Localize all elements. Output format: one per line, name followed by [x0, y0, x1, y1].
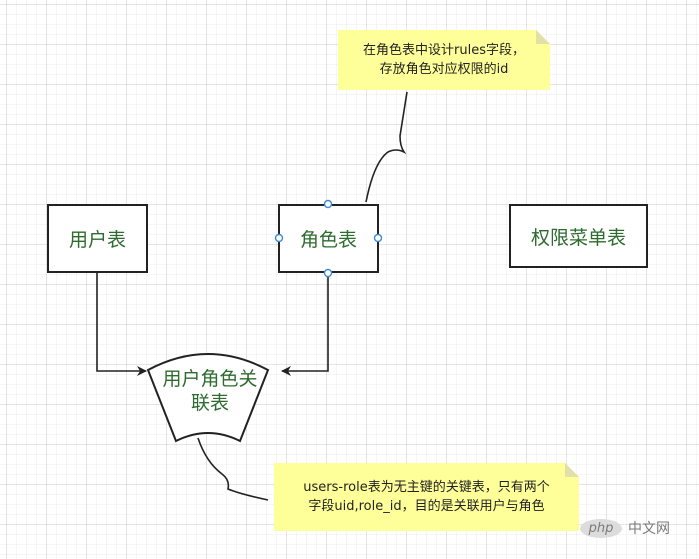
relation-label-line1: 用户角色关	[162, 368, 258, 390]
relation-note-line1: users-role表为无主键的关键表，只有两个	[303, 480, 550, 495]
user-role-relation-shape	[146, 353, 270, 443]
watermark-text: 中文网	[628, 521, 670, 537]
role-note-brace	[365, 91, 408, 203]
relation-label-line2: 联表	[190, 392, 229, 414]
permission-menu-table-node[interactable]: 权限菜单表	[509, 204, 648, 268]
role-note-shape	[338, 30, 550, 90]
user-table-node[interactable]: 用户表	[47, 204, 148, 273]
relation-note[interactable]: users-role表为无主键的关键表，只有两个 字段uid,role_id，目…	[274, 463, 579, 531]
php-logo: php	[580, 518, 622, 538]
role-table-node[interactable]: 角色表	[278, 204, 379, 273]
role-table-label: 角色表	[299, 229, 357, 251]
user-to-relation-connector	[96, 273, 147, 376]
role-note-line1: 在角色表中设计rules字段，	[363, 43, 525, 58]
role-note[interactable]: 在角色表中设计rules字段， 存放角色对应权限的id	[338, 30, 550, 90]
relation-note-brace	[197, 437, 269, 501]
relation-note-line2: 字段uid,role_id，目的是关联用户与角色	[308, 499, 545, 514]
user-table-label: 用户表	[68, 229, 126, 251]
watermark: php 中文网	[580, 517, 692, 539]
relation-note-shape	[274, 463, 579, 531]
role-note-line2: 存放角色对应权限的id	[379, 62, 509, 77]
permission-menu-table-label: 权限菜单表	[530, 226, 626, 249]
user-role-relation-node[interactable]: 用户角色关 联表	[150, 367, 270, 415]
role-to-relation-connector	[281, 273, 329, 376]
